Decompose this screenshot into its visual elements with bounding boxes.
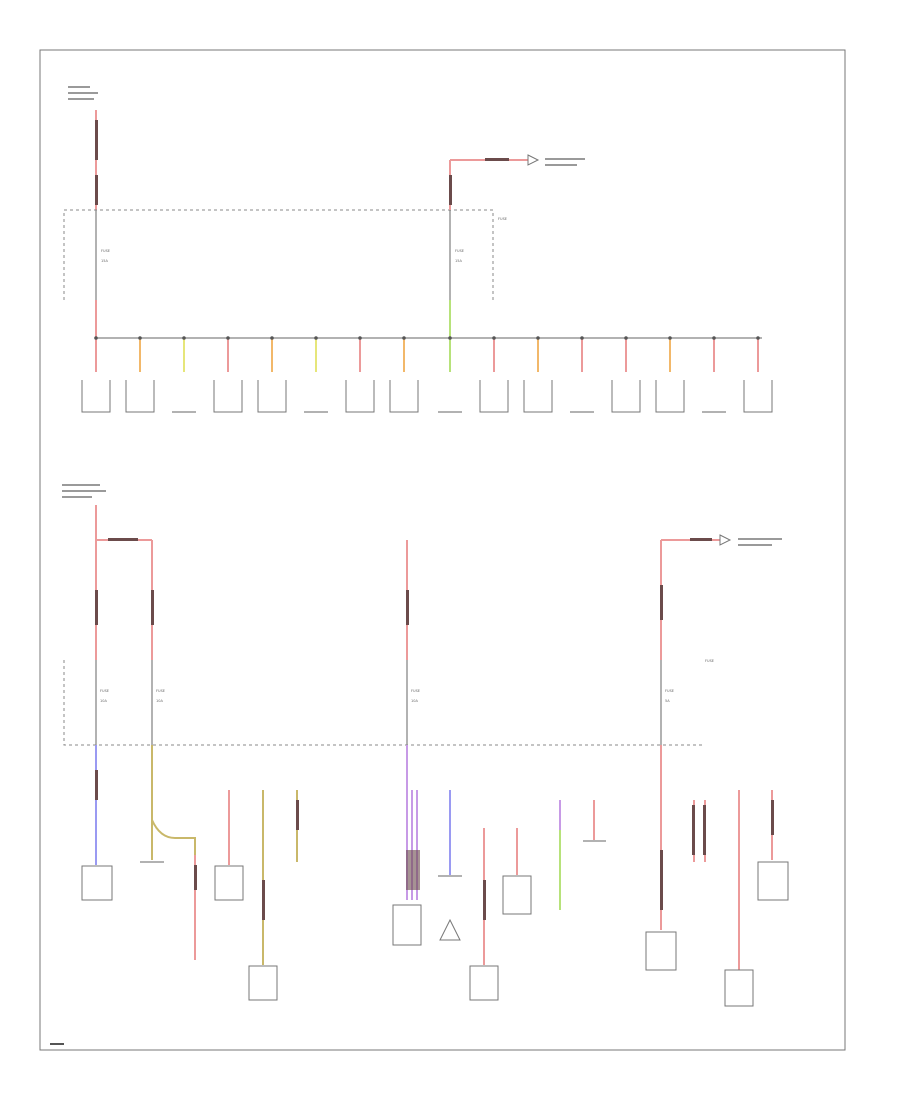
upper-component <box>125 380 155 413</box>
lower-fuse-box-outline <box>63 660 705 746</box>
svg-text:10A: 10A <box>100 699 107 703</box>
upper-component-row <box>81 336 773 413</box>
bus-junction-node <box>536 336 540 340</box>
svg-text:15A: 15A <box>455 259 462 263</box>
bus-junction-node <box>712 336 716 340</box>
lower-triangle-icon <box>439 918 461 941</box>
svg-text:FUSE: FUSE <box>101 249 110 253</box>
upper-component <box>81 380 111 413</box>
bus-junction-node <box>314 336 318 340</box>
lower-component-d <box>248 965 278 1001</box>
lower-component-m <box>724 969 754 1007</box>
bus-junction-node <box>94 336 98 340</box>
upper-right-arrow-icon <box>527 154 540 166</box>
svg-text:FUSE: FUSE <box>455 249 464 253</box>
upper-component <box>743 380 773 413</box>
bus-junction-node <box>138 336 142 340</box>
lower-component-k <box>645 931 677 971</box>
bus-junction-node <box>226 336 230 340</box>
svg-text:FUSE: FUSE <box>498 217 507 221</box>
bus-junction-node <box>756 336 760 340</box>
svg-text:FUSE: FUSE <box>156 689 165 693</box>
svg-text:10A: 10A <box>156 699 163 703</box>
lower-power-distribution: FUSE FUSE 10A FUSE 10A FUSE 10A FUSE 5A <box>62 484 782 746</box>
upper-right-source-label <box>545 158 585 166</box>
lower-component-c <box>214 865 244 901</box>
lower-component-n <box>757 861 789 901</box>
svg-text:FUSE: FUSE <box>100 689 109 693</box>
bus-junction-node <box>270 336 274 340</box>
upper-component <box>523 380 553 413</box>
lower-component-h <box>469 965 499 1001</box>
upper-component <box>389 380 419 413</box>
lower-component-f <box>392 904 422 946</box>
upper-component <box>479 380 509 413</box>
lower-left-source-label <box>62 484 106 498</box>
upper-power-distribution: FUSE 15A FUSE FUSE 15A <box>63 86 762 340</box>
svg-text:10A: 10A <box>411 699 418 703</box>
upper-component <box>257 380 287 413</box>
bus-junction-node <box>402 336 406 340</box>
upper-fuse-box-outline <box>63 209 494 300</box>
lower-component-a <box>81 865 113 901</box>
bus-junction-node <box>358 336 362 340</box>
bus-junction-node <box>448 336 452 340</box>
bus-junction-node <box>182 336 186 340</box>
bus-junction-node <box>668 336 672 340</box>
svg-text:FUSE: FUSE <box>665 689 674 693</box>
svg-text:FUSE: FUSE <box>705 659 714 663</box>
lower-branches <box>81 745 789 1007</box>
lower-component-i <box>502 875 532 915</box>
lower-right-arrow-icon <box>719 534 732 546</box>
upper-component <box>655 380 685 413</box>
bus-junction-node <box>580 336 584 340</box>
upper-left-connector <box>95 120 98 160</box>
upper-component <box>345 380 375 413</box>
bus-junction-node <box>492 336 496 340</box>
page-marker <box>50 1043 64 1045</box>
bus-junction-node <box>624 336 628 340</box>
svg-text:FUSE: FUSE <box>411 689 420 693</box>
svg-text:5A: 5A <box>665 699 670 703</box>
svg-text:15A: 15A <box>101 259 108 263</box>
diagram-frame <box>39 49 846 1051</box>
lower-right-source-label <box>738 538 782 546</box>
upper-left-source-label <box>68 86 98 100</box>
upper-component <box>611 380 641 413</box>
upper-component <box>213 380 243 413</box>
